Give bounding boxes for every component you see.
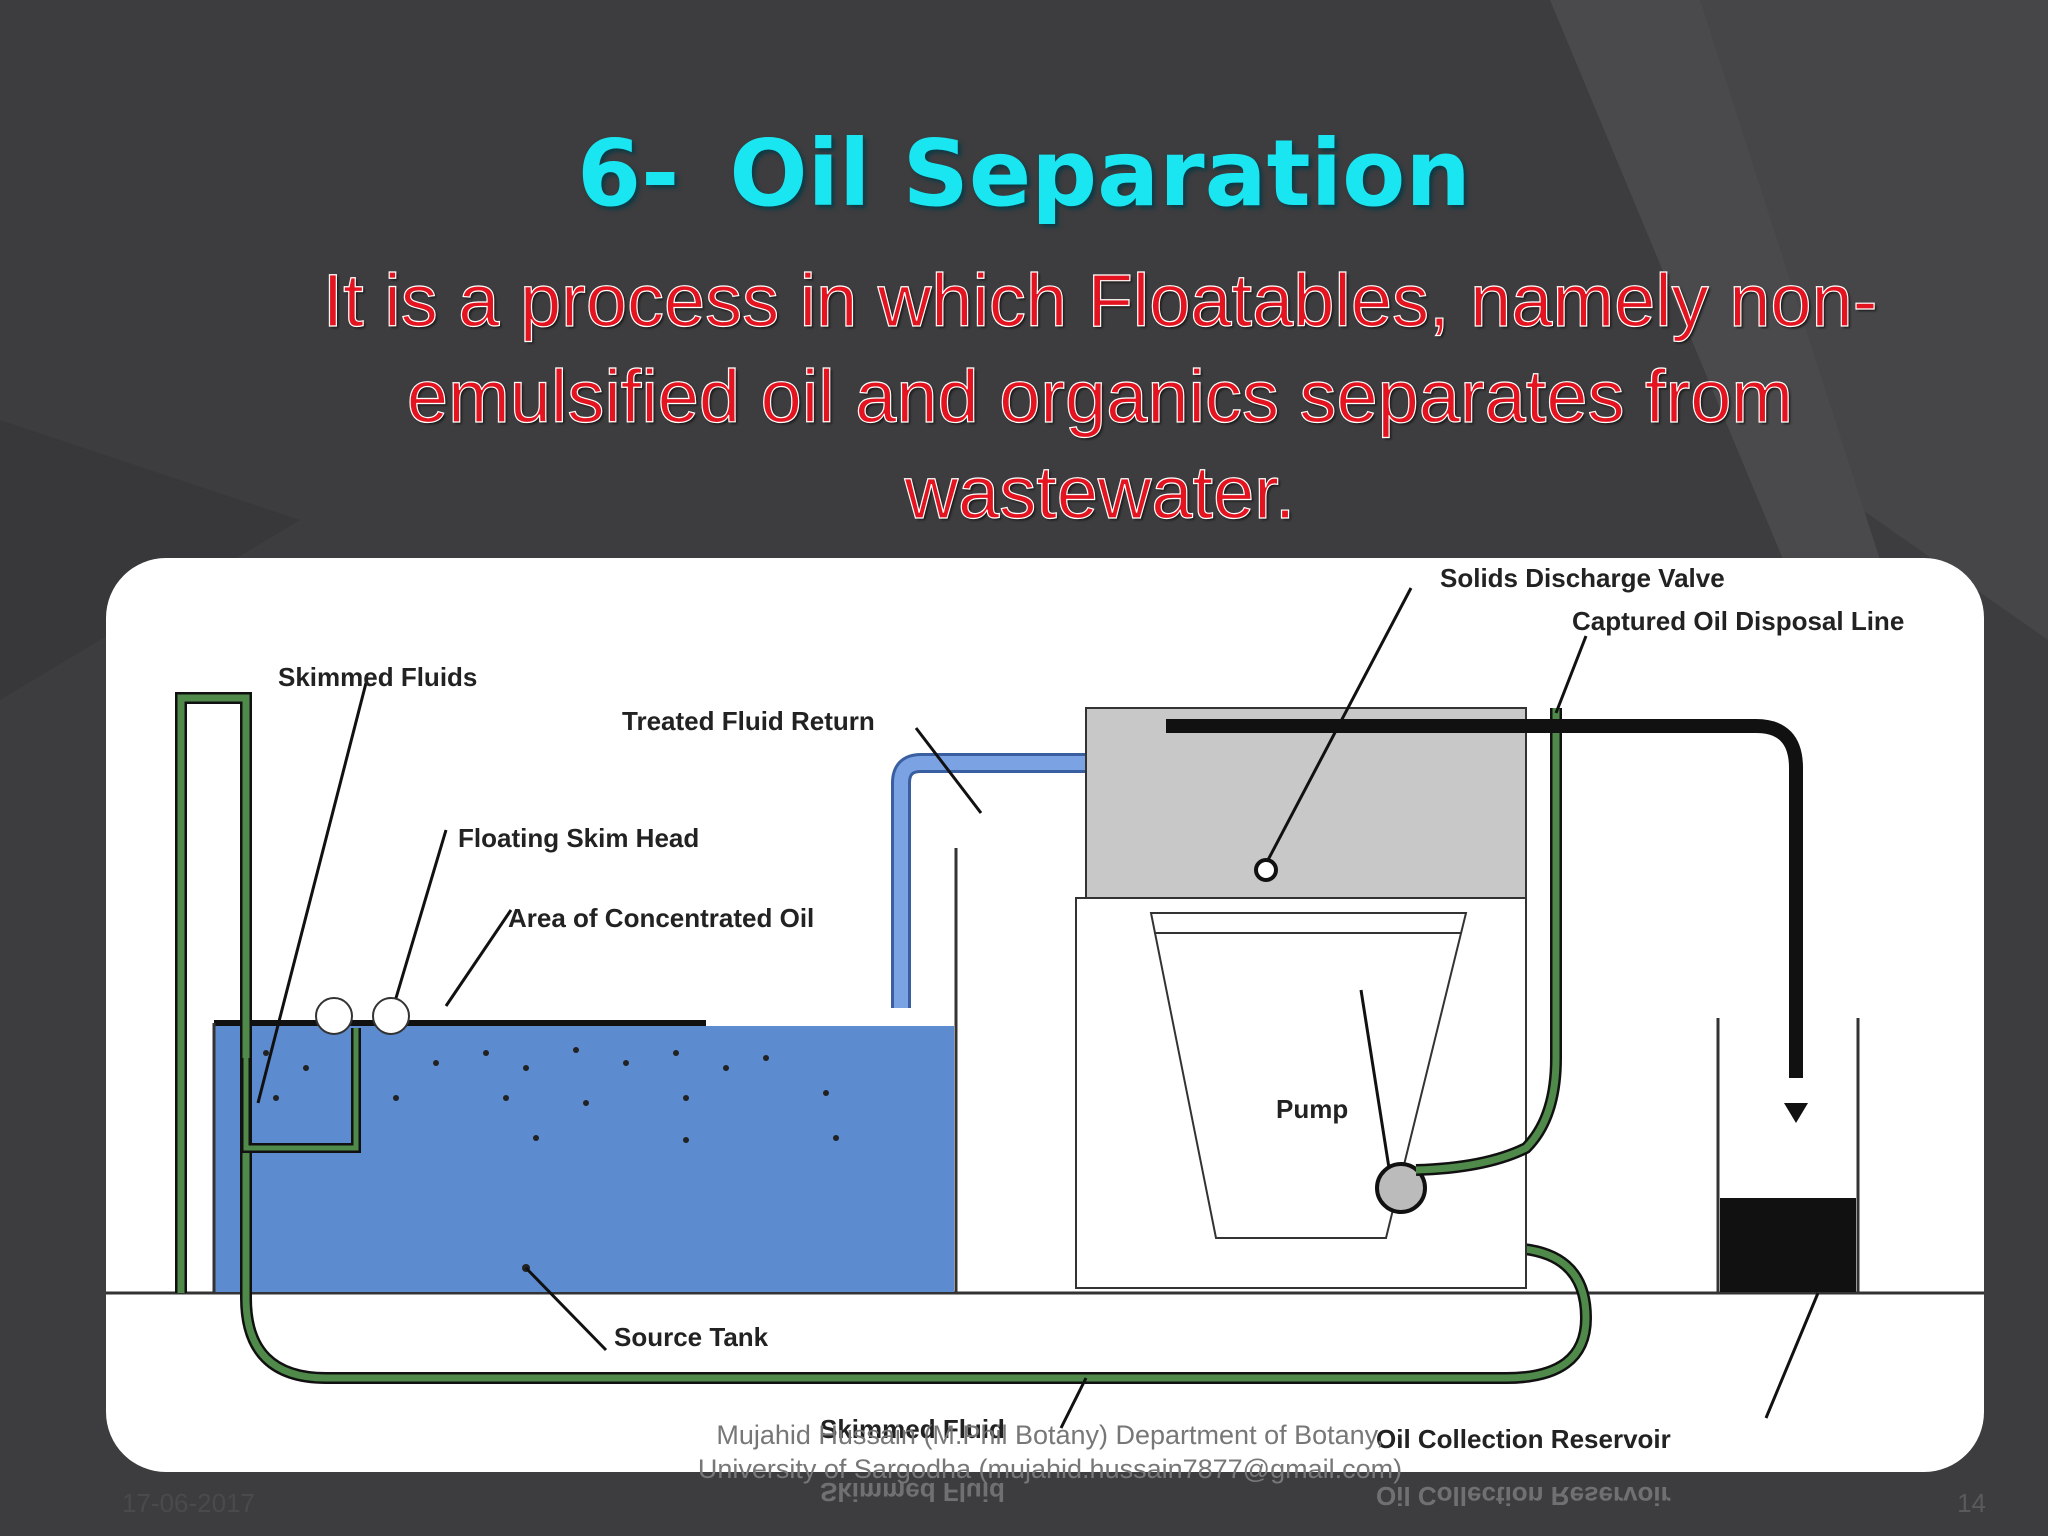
label-captured-oil-disposal-line: Captured Oil Disposal Line [1572, 606, 1905, 636]
label-skimmed-fluids: Skimmed Fluids [278, 662, 478, 692]
label-solids-discharge-valve: Solids Discharge Valve [1440, 563, 1725, 593]
footer-author: Mujahid Hussain (M.Phil Botany) Departme… [697, 1420, 1403, 1484]
oil-disposal-line [1166, 719, 1803, 1078]
label-source-tank: Source Tank [614, 1322, 769, 1352]
oil-collection-reservoir [1716, 1018, 1860, 1295]
reflection-oil-collection-reservoir: Oil Collection Reservoir [1376, 1481, 1671, 1511]
separator-unit [1085, 707, 1527, 899]
slide-subtitle: It is a process in which Floatables, nam… [322, 258, 1878, 534]
label-skimmed-fluid: Skimmed Fluid [820, 1414, 1005, 1444]
oil-separation-diagram: Skimmed Fluids Treated Fluid Return Floa… [106, 558, 1984, 1472]
label-treated-fluid-return: Treated Fluid Return [622, 706, 875, 736]
label-floating-skim-head: Floating Skim Head [458, 823, 700, 853]
skim-head-ball-2 [372, 997, 410, 1035]
label-pump: Pump [1276, 1094, 1349, 1124]
treated-return-pipe [891, 753, 1086, 1008]
skim-head-ball-1 [315, 997, 353, 1035]
label-area-concentrated-oil: Area of Concentrated Oil [508, 903, 815, 933]
leader-lines [256, 587, 1820, 1429]
source-tank-water [214, 1026, 954, 1292]
title-text: Oil Separation [729, 120, 1471, 227]
diagram-drawing [106, 587, 1984, 1429]
footer-page-number: 14 [1957, 1488, 1986, 1518]
label-oil-collection-reservoir: Oil Collection Reservoir [1376, 1424, 1671, 1454]
solids-discharge-valve [1254, 858, 1278, 882]
pump [1375, 1162, 1427, 1214]
footer-date: 17-06-2017 [122, 1488, 255, 1518]
title-number: 6- [577, 120, 680, 227]
slide-title: 6-Oil Separation [0, 128, 2048, 220]
